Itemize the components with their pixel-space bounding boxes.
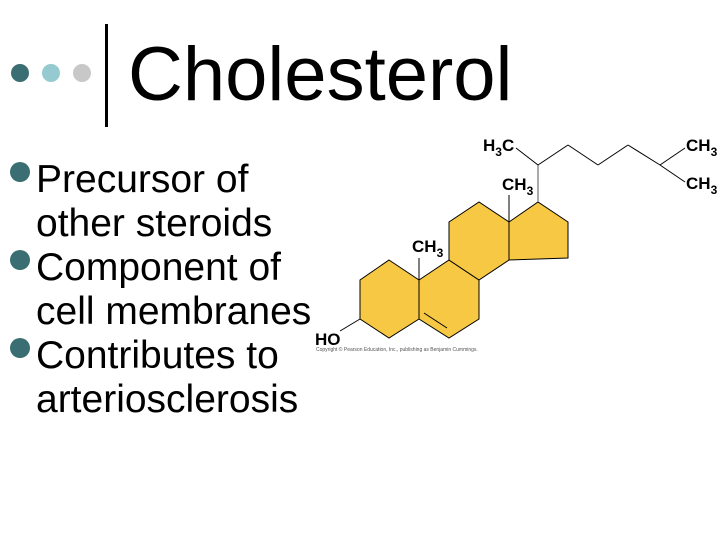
- label-ch3-c13: CH3: [502, 175, 534, 198]
- bullet-text: Contributes to arteriosclerosis: [36, 334, 299, 421]
- decor-dot-2: [42, 64, 60, 82]
- label-h3c: H3C: [483, 136, 515, 159]
- decor-dot-1: [11, 64, 29, 82]
- molecule-diagram: [339, 144, 686, 339]
- label-ho: HO: [315, 330, 341, 349]
- title-divider: [105, 24, 108, 127]
- bullet-item: Precursor of other steroids: [10, 158, 316, 246]
- bullet-text: Component of cell membranes: [36, 246, 312, 333]
- bullet-dot-icon: [10, 250, 30, 270]
- copyright-text: Copyright © Pearson Education, Inc., pub…: [316, 347, 478, 353]
- label-ch3-right: CH3: [686, 174, 718, 197]
- bullet-item: Component of cell membranes: [10, 246, 326, 334]
- bullet-dot-icon: [10, 338, 30, 358]
- bullet-item: Contributes to arteriosclerosis: [10, 334, 336, 422]
- label-ch3-c10: CH3: [412, 237, 444, 260]
- bullet-list: Precursor of other steroids Component of…: [10, 158, 340, 422]
- decor-dot-3: [73, 64, 91, 82]
- slide-title: Cholesterol: [128, 32, 513, 117]
- cholesterol-structure-figure: H3C CH3 CH3 CH3 CH3 HO: [300, 120, 720, 370]
- bullet-dot-icon: [10, 162, 30, 182]
- label-ch3-top-right: CH3: [686, 136, 718, 159]
- bullet-text: Precursor of other steroids: [36, 158, 273, 245]
